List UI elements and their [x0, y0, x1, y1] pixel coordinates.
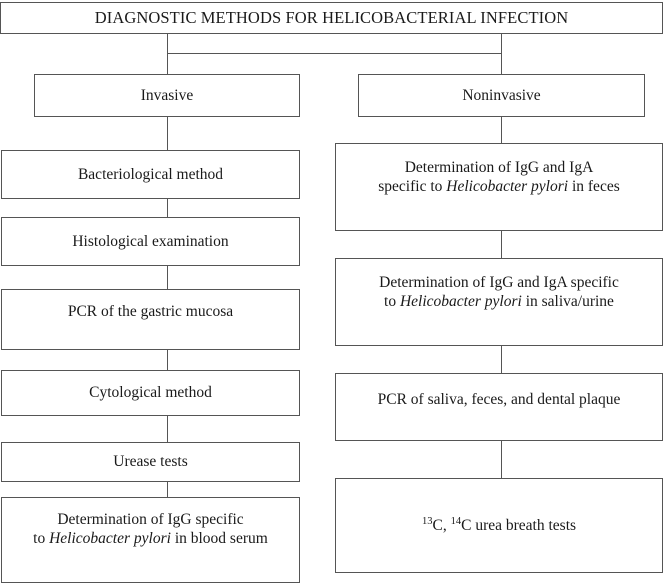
method-label-urea-breath-tests: 13C, 14C urea breath tests: [336, 516, 662, 536]
method-box-urea-breath-tests[interactable]: 13C, 14C urea breath tests: [335, 478, 663, 573]
connector-method-2-to-3-left: [167, 266, 168, 289]
igg-blood-serum-line1: Determination of IgG specific: [57, 511, 244, 528]
method-label-pcr-saliva-feces-plaque: PCR of saliva, feces, and dental plaque: [377, 391, 621, 408]
method-label-igg-iga-saliva-urine: Determination of IgG and IgA specific to…: [336, 273, 662, 312]
method-label-urease-tests: Urease tests: [113, 453, 188, 471]
method-box-igg-iga-saliva-urine[interactable]: Determination of IgG and IgA specific to…: [335, 258, 663, 346]
method-box-pcr-gastric-mucosa[interactable]: PCR of the gastric mucosa: [1, 289, 300, 350]
connector-method-5-to-6-left: [167, 482, 168, 497]
carbon-13-superscript: 13: [421, 515, 433, 527]
connector-title-to-split-left: [167, 34, 168, 54]
igg-iga-saliva-urine-line2-post: in saliva/urine: [521, 293, 614, 311]
method-box-urease-tests[interactable]: Urease tests: [1, 442, 300, 482]
connector-method-1-to-2-left: [167, 199, 168, 217]
connector-method-3-to-4-left: [167, 350, 168, 370]
carbon-13-label: C,: [432, 516, 447, 534]
branch-box-noninvasive[interactable]: Noninvasive: [358, 74, 645, 117]
igg-iga-saliva-urine-line2-pre: to: [384, 293, 400, 311]
flowchart-title-box: DIAGNOSTIC METHODS FOR HELICOBACTERIAL I…: [0, 2, 663, 34]
title-split-horizontal-connector: [167, 53, 502, 54]
method-box-bacteriological-method[interactable]: Bacteriological method: [1, 150, 300, 199]
igg-iga-feces-species-name: Helicobacter pylori: [446, 178, 569, 196]
method-label-igg-blood-serum: Determination of IgG specific to Helicob…: [2, 510, 299, 549]
igg-blood-serum-species-name: Helicobacter pylori: [49, 530, 171, 548]
method-box-cytological-method[interactable]: Cytological method: [1, 370, 300, 416]
connector-noninvasive-to-method-1: [501, 117, 502, 143]
carbon-14-superscript: 14: [450, 515, 462, 527]
branch-box-invasive[interactable]: Invasive: [34, 74, 300, 117]
method-label-cytological-method: Cytological method: [89, 384, 212, 402]
method-box-igg-iga-feces[interactable]: Determination of IgG and IgA specific to…: [335, 143, 663, 231]
connector-invasive-to-method-1: [167, 117, 168, 150]
urea-breath-tests-tail: urea breath tests: [471, 516, 577, 534]
method-label-igg-iga-feces: Determination of IgG and IgA specific to…: [336, 158, 662, 197]
igg-iga-saliva-urine-line1: Determination of IgG and IgA specific: [379, 274, 619, 291]
igg-iga-feces-line2-pre: specific to: [378, 178, 447, 196]
branch-label-invasive: Invasive: [140, 86, 194, 104]
method-box-histological-examination[interactable]: Histological examination: [1, 217, 300, 266]
connector-title-to-split-right: [501, 34, 502, 54]
connector-method-2-to-3-right: [501, 346, 502, 373]
method-box-igg-blood-serum[interactable]: Determination of IgG specific to Helicob…: [1, 497, 300, 583]
igg-iga-feces-line2-post: in feces: [568, 178, 620, 196]
connector-method-3-to-4-right: [501, 441, 502, 478]
connector-method-4-to-5-left: [167, 416, 168, 442]
method-label-bacteriological-method: Bacteriological method: [77, 165, 224, 183]
connector-split-to-invasive: [167, 53, 168, 74]
branch-label-noninvasive: Noninvasive: [462, 86, 541, 104]
method-box-pcr-saliva-feces-plaque[interactable]: PCR of saliva, feces, and dental plaque: [335, 373, 663, 441]
flowchart-title: DIAGNOSTIC METHODS FOR HELICOBACTERIAL I…: [94, 8, 569, 28]
igg-blood-serum-line2-post: in blood serum: [170, 530, 268, 548]
connector-split-to-noninvasive: [501, 53, 502, 74]
igg-blood-serum-line2-pre: to: [33, 530, 50, 548]
carbon-14-label: C: [461, 516, 472, 534]
connector-method-1-to-2-right: [501, 231, 502, 258]
method-label-histological-examination: Histological examination: [72, 232, 229, 250]
igg-iga-feces-line1: Determination of IgG and IgA: [404, 159, 594, 176]
igg-iga-saliva-urine-species-name: Helicobacter pylori: [399, 293, 522, 311]
method-label-pcr-gastric-mucosa: PCR of the gastric mucosa: [67, 303, 234, 320]
